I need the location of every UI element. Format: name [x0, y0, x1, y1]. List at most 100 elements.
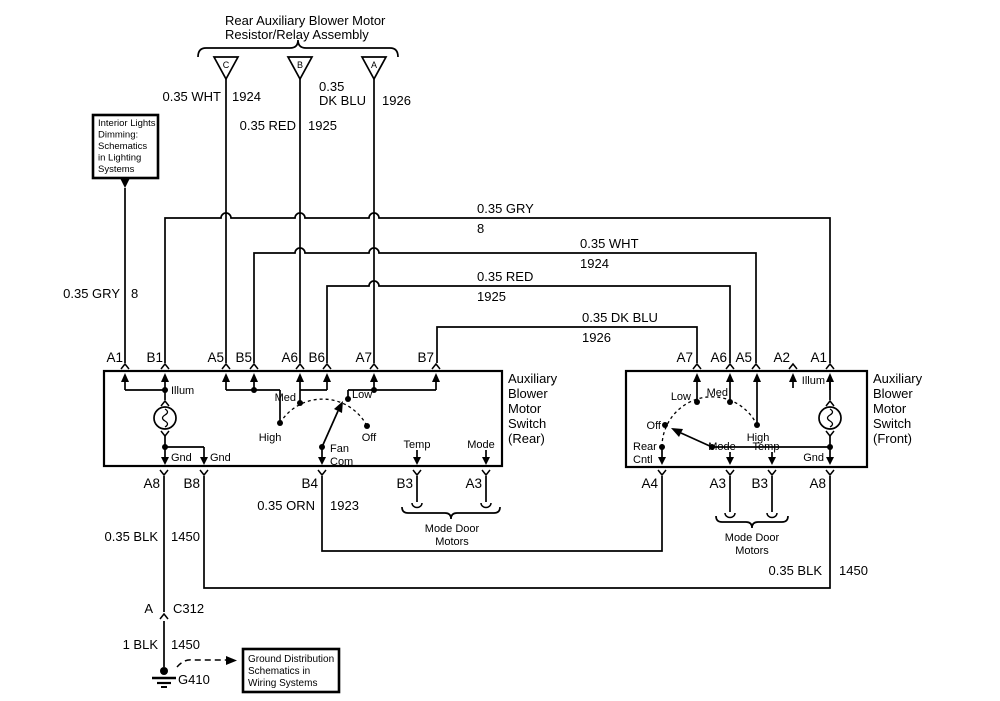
- front-mode-door-line1: Mode Door: [725, 532, 780, 544]
- connector-triangle-c-icon: [212, 56, 240, 81]
- rear-b5-junction: [251, 387, 257, 393]
- front-gnd-label: Gnd: [803, 452, 824, 464]
- blk-front-gauge: 0.35 BLK: [769, 563, 823, 578]
- wht-bus-gauge: 0.35 WHT: [580, 236, 639, 251]
- rear-internal-arrow-lines: [124, 382, 437, 390]
- front-pin-a6: A6: [710, 350, 727, 365]
- rear-pin-a5: A5: [207, 350, 224, 365]
- front-rotary-arc: [661, 396, 758, 448]
- ground-distribution-line1: Ground Distribution: [248, 654, 334, 665]
- rear-mode-label: Mode: [467, 439, 495, 451]
- rear-off-label: Off: [362, 432, 377, 444]
- rear-bottom-lines: [164, 446, 487, 457]
- rear-pin-b7: B7: [417, 350, 434, 365]
- rear-a7-junction: [371, 387, 377, 393]
- ground-distribution-line3: Wiring Systems: [248, 678, 317, 689]
- wire-orn-b4-to-a4: [321, 476, 663, 552]
- assembly-title-line2: Resistor/Relay Assembly: [225, 27, 369, 42]
- rear-gnd1-label: Gnd: [171, 452, 192, 464]
- bus-red-1925: [326, 280, 731, 363]
- interior-lights-line2: Dimming:: [98, 130, 138, 141]
- front-pin-a2: A2: [773, 350, 790, 365]
- wht-bus-circuit: 1924: [580, 256, 609, 271]
- front-pin-b3: B3: [751, 476, 768, 491]
- front-illum-label: Illum: [802, 375, 825, 387]
- bus-gry-8: [164, 212, 831, 363]
- front-pin-a4: A4: [641, 476, 658, 491]
- rear-com-label: Com: [330, 456, 353, 468]
- rear-switch-name-line1: Auxiliary: [508, 371, 558, 386]
- rear-switch-box: [102, 369, 504, 468]
- interior-lights-line3: Schematics: [98, 141, 147, 152]
- front-med-label: Med: [707, 387, 728, 399]
- rear-mode-door-brace: [401, 506, 501, 520]
- orn-circuit: 1923: [330, 498, 359, 513]
- front-wiper-arm: [680, 432, 713, 448]
- dkblu-bus-circuit: 1926: [582, 330, 611, 345]
- rear-switch-name-line5: (Rear): [508, 431, 545, 446]
- front-mode-door-line2: Motors: [735, 545, 769, 557]
- front-pin-a7: A7: [676, 350, 693, 365]
- front-pin-a1: A1: [810, 350, 827, 365]
- front-off-contact: [662, 422, 668, 428]
- front-blower-switch: Auxiliary Blower Motor Switch (Front) A7…: [624, 350, 923, 491]
- rear-gnd2-label: Gnd: [210, 452, 231, 464]
- ground-distribution-line2: Schematics in: [248, 666, 310, 677]
- rear-wiper-arm: [321, 410, 339, 448]
- blk-ground-circuit: 1450: [171, 637, 200, 652]
- rear-wiper-arrowhead: [334, 401, 343, 413]
- red-drop-gauge: 0.35 RED: [240, 118, 296, 133]
- bus-wht-1924: [253, 247, 757, 363]
- blk-rear-gauge: 0.35 BLK: [105, 529, 159, 544]
- rear-pin-b1: B1: [146, 350, 163, 365]
- dkblu-bus-gauge: 0.35 DK BLU: [582, 310, 658, 325]
- ground-path: 0.35 BLK 1450 A C312 1 BLK 1450 G410: [105, 476, 210, 688]
- rear-blower-switch: Auxiliary Blower Motor Switch (Rear) A1 …: [102, 350, 558, 491]
- rear-med-contact: [297, 400, 303, 406]
- rear-illumination-lamp-icon: [153, 390, 177, 447]
- rear-pin-b4: B4: [301, 476, 318, 491]
- front-off-label: Off: [647, 420, 662, 432]
- dkblu-drop-circuit: 1926: [382, 93, 411, 108]
- rear-temp-label: Temp: [404, 439, 431, 451]
- front-switch-name-line2: Blower: [873, 386, 913, 401]
- rear-off-contact: [364, 423, 370, 429]
- front-switch-name-line3: Motor: [873, 401, 907, 416]
- front-low-label: Low: [671, 391, 691, 403]
- red-drop-circuit: 1925: [308, 118, 337, 133]
- assembly-brace: [197, 39, 399, 58]
- rear-switch-name-line4: Switch: [508, 416, 546, 431]
- front-bottom-lines: [661, 447, 831, 457]
- rear-pin-b6: B6: [308, 350, 325, 365]
- ground-reference-arrow-icon: [226, 656, 237, 665]
- rear-internal-arrowheads: [121, 373, 440, 382]
- front-internal-arrowheads: [693, 373, 834, 382]
- connector-triangle-a-icon: [360, 56, 388, 81]
- front-switch-name-line4: Switch: [873, 416, 911, 431]
- rear-bottom-pin-connectors: [159, 469, 491, 477]
- front-bottom-pin-connectors: [657, 469, 835, 477]
- rear-illum-label: Illum: [171, 385, 194, 397]
- gry-bus-circuit: 8: [477, 221, 484, 236]
- connector-c-label: C: [223, 60, 230, 70]
- front-high-label: High: [747, 432, 770, 444]
- bus-dkblu-1926: [436, 326, 698, 363]
- rear-mode-door-line2: Motors: [435, 536, 469, 548]
- connector-a-label: A: [371, 60, 377, 70]
- front-bottom-arrowheads: [658, 457, 834, 465]
- ground-distribution-box: [241, 647, 341, 694]
- connector-b-label: B: [297, 60, 303, 70]
- resistor-relay-assembly: Rear Auxiliary Blower Motor Resistor/Rel…: [197, 13, 399, 81]
- interior-lights-line4: in Lighting: [98, 153, 141, 164]
- red-bus-circuit: 1925: [477, 289, 506, 304]
- rear-pin-b3: B3: [396, 476, 413, 491]
- front-pin-a8: A8: [809, 476, 826, 491]
- assembly-drop-wires: 0.35 WHT 1924 0.35 RED 1925 0.35 DK BLU …: [162, 79, 411, 363]
- rear-bottom-arrowheads: [161, 457, 490, 465]
- front-pin-a5: A5: [735, 350, 752, 365]
- lower-wiring: 0.35 ORN 1923 0.35 BLK 1450 Mode Door Mo…: [105, 476, 868, 694]
- rear-switch-name-line3: Motor: [508, 401, 542, 416]
- connector-triangle-b-icon: [286, 56, 314, 81]
